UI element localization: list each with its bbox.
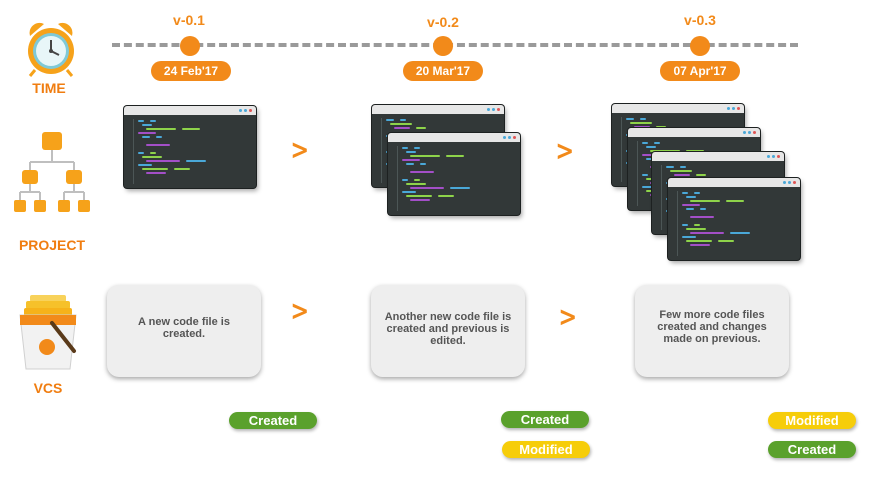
version-label: v-0.2 <box>427 14 459 30</box>
arrow-icon: > <box>558 300 578 333</box>
timeline-dot <box>690 36 710 56</box>
code-window-icon <box>124 106 256 188</box>
version-label: v-0.1 <box>173 12 205 28</box>
arrow-icon: > <box>290 294 310 327</box>
hierarchy-icon <box>12 132 92 217</box>
description-text: Few more code files created and changes … <box>657 309 767 345</box>
created-badge: Created <box>768 441 856 458</box>
code-window-icon <box>388 133 520 215</box>
time-label: TIME <box>32 80 66 96</box>
date-pill: 24 Feb'17 <box>151 61 231 81</box>
description-text: A new code file is created. <box>138 316 230 340</box>
date-pill: 20 Mar'17 <box>403 61 483 81</box>
timeline-dot <box>433 36 453 56</box>
version-label: v-0.3 <box>684 12 716 28</box>
arrow-icon: > <box>555 134 575 167</box>
date-pill: 07 Apr'17 <box>660 61 740 81</box>
modified-badge: Modified <box>502 441 590 458</box>
arrow-icon: > <box>290 133 310 166</box>
vcs-box-icon <box>16 293 80 371</box>
created-badge: Created <box>229 412 317 429</box>
description-text: Another new code file is created and pre… <box>384 311 512 347</box>
timeline-dot <box>180 36 200 56</box>
created-badge: Created <box>501 411 589 428</box>
code-window-icon <box>668 178 800 260</box>
modified-badge: Modified <box>768 412 856 429</box>
vcs-label: VCS <box>33 380 63 396</box>
project-label: PROJECT <box>18 237 86 253</box>
description-box: Few more code files created and changes … <box>635 285 789 377</box>
description-box: A new code file is created. <box>107 285 261 377</box>
alarm-clock-icon <box>16 18 86 78</box>
description-box: Another new code file is created and pre… <box>371 285 525 377</box>
timeline-line <box>112 43 798 47</box>
